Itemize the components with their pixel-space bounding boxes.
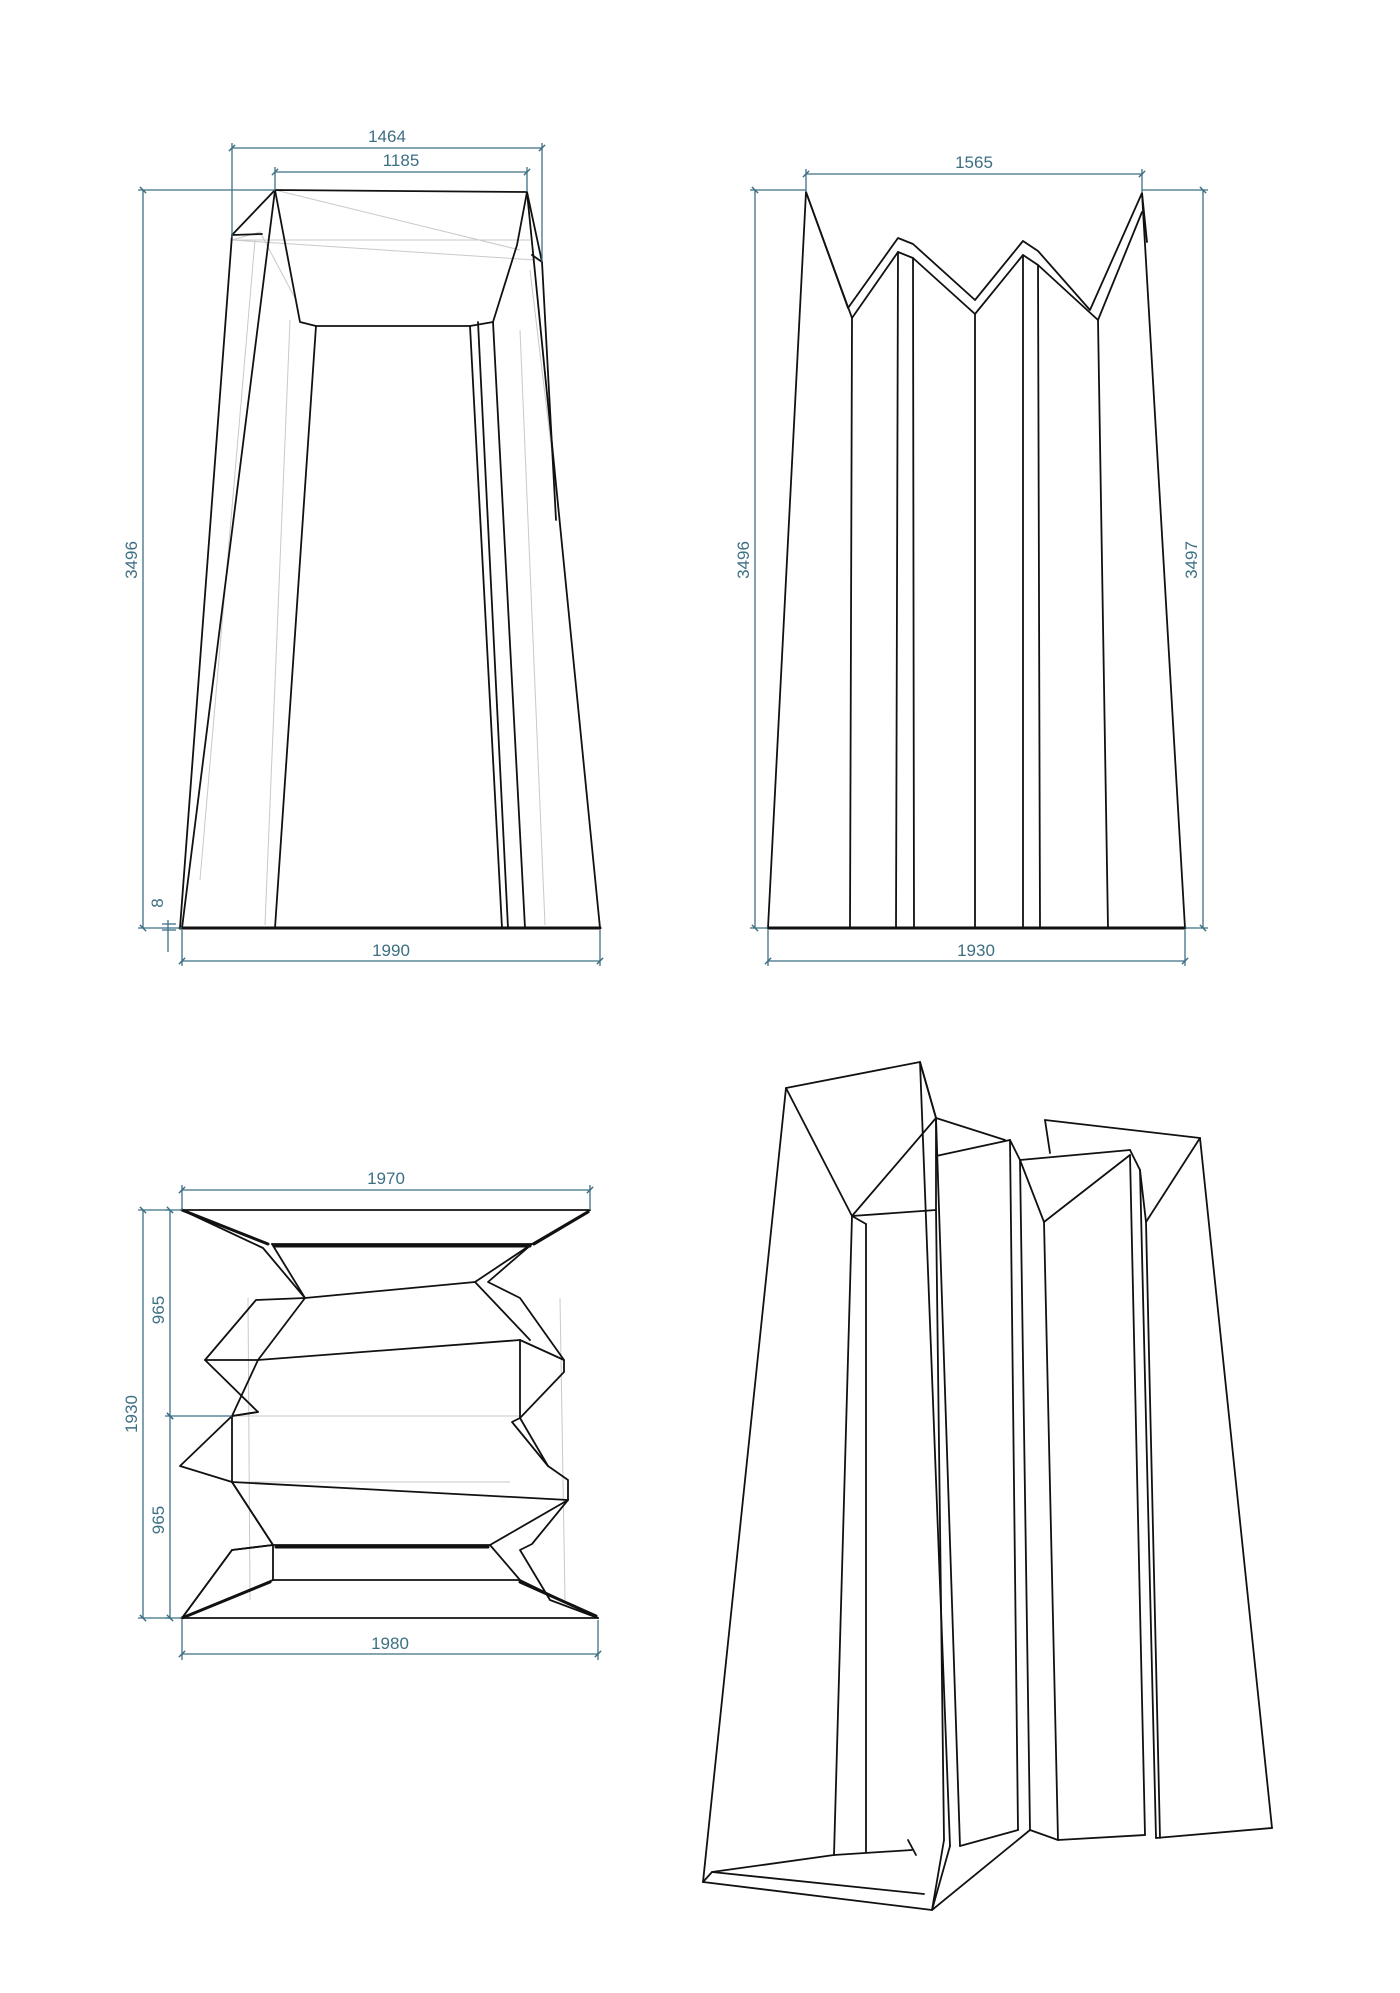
front-view: 1464 1185 3496 8 1990 — [122, 127, 604, 966]
side-view: 1565 3496 3497 1930 — [734, 153, 1208, 966]
front-height-label: 3496 — [122, 541, 141, 579]
front-top-outer-width-label: 1464 — [368, 127, 406, 146]
front-base-width-label: 1990 — [372, 941, 410, 960]
side-top-width-label: 1565 — [955, 153, 993, 172]
side-view-dimensions: 1565 3496 3497 1930 — [734, 153, 1208, 966]
side-base-width-label: 1930 — [957, 941, 995, 960]
perspective-view-outline — [702, 1061, 1273, 1911]
front-view-outline — [178, 189, 602, 930]
plan-view-outline — [179, 1208, 599, 1620]
plan-half-depth-lower-label: 965 — [149, 1506, 168, 1534]
plan-total-depth-label: 1930 — [122, 1395, 141, 1433]
perspective-view — [702, 1061, 1273, 1911]
plan-top-width-label: 1970 — [367, 1169, 405, 1188]
front-view-dimensions: 1464 1185 3496 8 1990 — [122, 127, 604, 966]
plan-view-hidden-edges — [232, 1297, 566, 1601]
plan-bottom-width-label: 1980 — [371, 1634, 409, 1653]
side-view-outline — [766, 191, 1187, 930]
side-height-right-label: 3497 — [1182, 541, 1201, 579]
front-top-inner-width-label: 1185 — [383, 151, 420, 170]
front-base-offset-label: 8 — [148, 898, 167, 907]
plan-view: 1970 965 965 1930 1980 — [122, 1169, 602, 1660]
plan-half-depth-upper-label: 965 — [149, 1296, 168, 1324]
side-height-left-label: 3496 — [734, 541, 753, 579]
plan-view-dimensions: 1970 965 965 1930 1980 — [122, 1169, 602, 1660]
